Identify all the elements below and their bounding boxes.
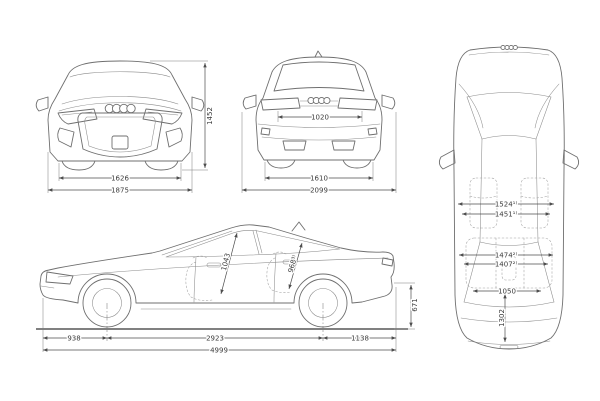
cowl-line-top (466, 92, 552, 98)
top-view-car-art (438, 44, 580, 350)
dim-wheelbase: 2923 (206, 335, 224, 343)
front-body-outline (47, 60, 193, 162)
taillight-right (337, 97, 378, 111)
front-bumper-line (40, 285, 55, 289)
air-intake-right (165, 127, 183, 148)
side-view-dimensions: 1043 968³⁾ 671 938 2923 1138 4999 (42, 232, 420, 356)
rear-window (273, 61, 365, 92)
front-roof-line (69, 71, 171, 78)
air-intake-left (57, 127, 75, 148)
side-glass-outline (165, 230, 341, 258)
windshield-line (161, 230, 233, 256)
rear-view-car-art (242, 50, 396, 169)
mirror-right-top-view (562, 149, 580, 170)
headlight-left (57, 108, 98, 125)
front-view-car-art (35, 60, 205, 171)
audi-rings-rear (307, 96, 331, 105)
rear-bumper-crease (257, 123, 381, 128)
top-body-outline (453, 46, 565, 350)
hood-cut-left (458, 83, 484, 129)
exhaust-right (331, 140, 356, 151)
exhaust-left (282, 140, 307, 151)
front-view: 1452 1626 1875 (35, 60, 215, 196)
drl-right (147, 111, 179, 116)
rear-glass-side-right (537, 241, 555, 303)
side-view-car-art (39, 221, 395, 328)
dim-elbow-width-front: 1524¹⁾ (495, 201, 518, 209)
mirror-left-front-view (35, 96, 49, 112)
dim-rear-height: 671 (411, 298, 419, 311)
mirror-right-rear-view (381, 94, 396, 110)
dim-front-track: 1626 (111, 175, 129, 183)
windshield-side-right (535, 96, 552, 140)
windshield-side-left (466, 96, 483, 140)
front-hood-line (58, 102, 182, 112)
dim-rear-overhang: 1138 (351, 335, 369, 343)
dim-front-height: 1452 (206, 107, 214, 125)
grille-outer (77, 112, 163, 158)
rear-seat-outline (266, 251, 292, 293)
headlight-right (142, 108, 183, 125)
dim-headroom-rear: 968³⁾ (287, 254, 300, 274)
front-cowl-line (61, 96, 179, 105)
rear-badge (499, 345, 519, 349)
dim-front-width: 1875 (111, 187, 129, 195)
rear-view: 1020 1610 2099 (241, 50, 397, 196)
rear-bumper-lower (261, 136, 377, 141)
decklid-line (460, 317, 558, 323)
b-pillar (252, 229, 263, 255)
dim-front-overhang: 938 (67, 335, 80, 343)
dim-shoulder-width-rear: 1407²⁾ (495, 261, 518, 269)
drl-left (61, 111, 93, 116)
taillight-side (381, 257, 394, 267)
mirror-right-front-view (191, 96, 205, 112)
dim-rear-track: 1610 (310, 175, 328, 183)
rear-view-dimensions: 1020 1610 2099 (241, 111, 397, 196)
rear-body-outline (255, 56, 383, 161)
front-door-cut (193, 256, 197, 303)
front-sensor-panel (111, 135, 129, 150)
audi-rings-front (104, 103, 136, 114)
headlight-side (45, 271, 74, 285)
hood-cut-right (534, 83, 560, 129)
rear-glass-side-left (463, 241, 481, 303)
character-line (57, 257, 389, 278)
dim-loading-depth: 1302 (498, 309, 506, 327)
dim-headroom-front: 1043 (220, 252, 232, 271)
rear-edge-inner (467, 340, 551, 345)
side-body-outline (39, 224, 395, 304)
rear-glass-bottom (463, 301, 555, 308)
dim-rear-mirror-width: 2099 (310, 187, 328, 195)
mirror-left-rear-view (242, 94, 257, 110)
rear-wheels (266, 159, 372, 169)
roof-side-left (479, 138, 483, 243)
roof-fin-side (291, 221, 306, 232)
mirror-left-top-view (438, 149, 456, 170)
dim-rear-opening: 1020 (311, 114, 329, 122)
front-wheels (61, 160, 179, 171)
seat-outlines-top (465, 177, 553, 289)
taillight-left (260, 97, 301, 111)
rear-door-cut (273, 252, 277, 303)
rear-window-top-edge (479, 241, 539, 246)
dim-shoulder-width-front: 1451¹⁾ (495, 211, 518, 219)
roof-antenna-fin (314, 50, 323, 58)
reflector-right (367, 127, 378, 136)
roof-front-edge (481, 135, 537, 140)
top-view-dimensions: 1524¹⁾ 1451¹⁾ 1474²⁾ 1407²⁾ 1050 1302 (458, 199, 554, 342)
dim-overall-length: 4999 (210, 347, 228, 355)
dim-loading-width: 1050 (498, 288, 516, 296)
reflector-left (260, 127, 271, 136)
side-view: 1043 968³⁾ 671 938 2923 1138 4999 (36, 221, 420, 356)
front-seat-outline (185, 255, 213, 301)
front-edge-inner (468, 51, 550, 56)
roof-side-right (535, 138, 539, 243)
dim-elbow-width-rear: 1474²⁾ (495, 252, 518, 260)
audi-rings-top (500, 44, 518, 51)
front-view-dimensions: 1452 1626 1875 (47, 60, 215, 196)
grille-inner (84, 116, 156, 153)
top-view: 1524¹⁾ 1451¹⁾ 1474²⁾ 1407²⁾ 1050 1302 (438, 44, 580, 350)
